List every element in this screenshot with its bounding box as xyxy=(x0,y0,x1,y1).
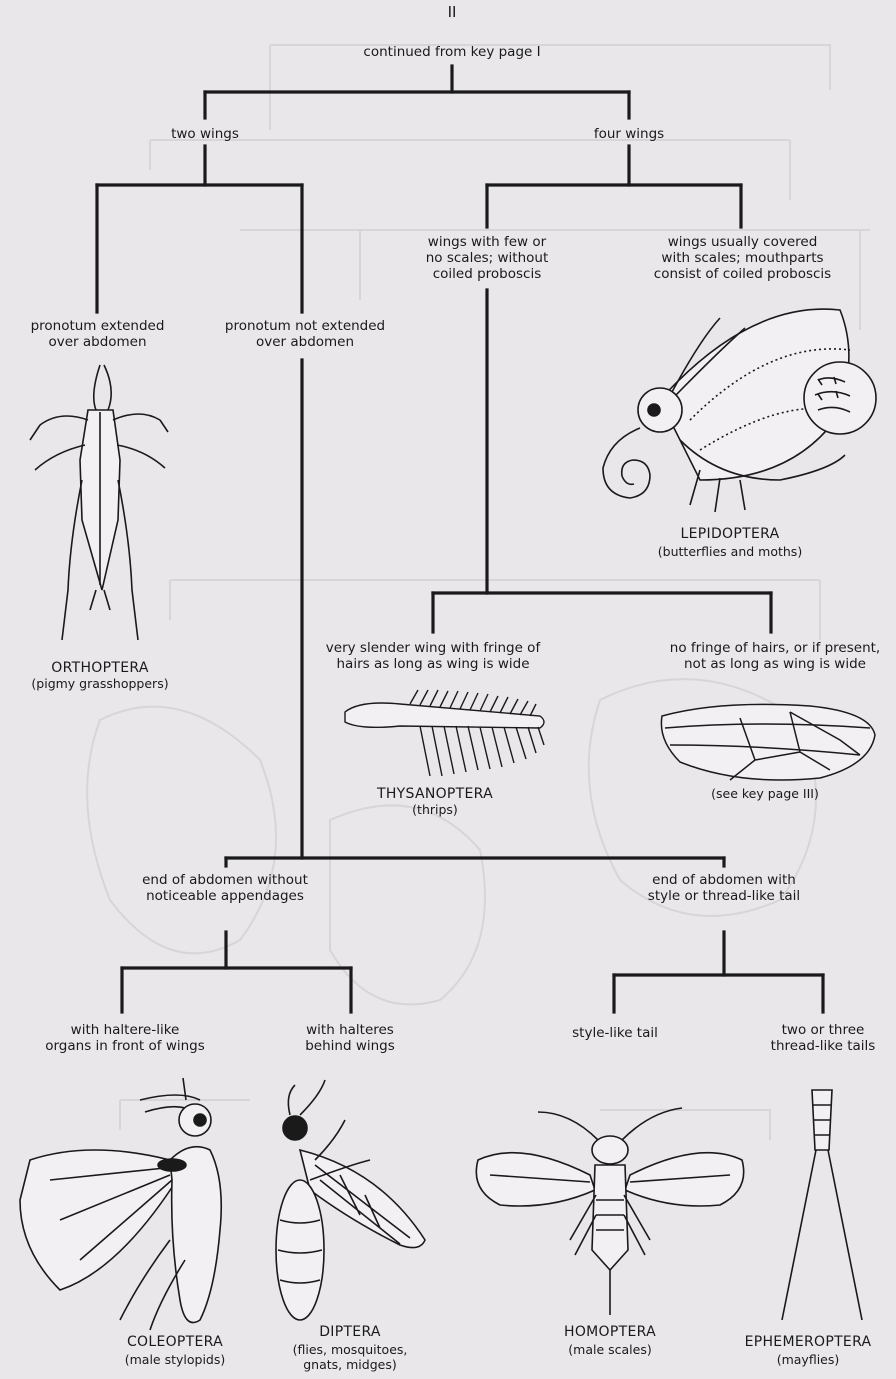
taxon-coleoptera-common: (male stylopids) xyxy=(95,1352,255,1367)
node-haltere-front-line: with haltere-like xyxy=(30,1022,220,1038)
node-few-scales-line: no scales; without xyxy=(402,250,572,266)
taxon-ephemeroptera-common: (mayflies) xyxy=(758,1352,858,1367)
node-few-scales-line: coiled proboscis xyxy=(402,266,572,282)
node-thread-tails: two or three thread-like tails xyxy=(756,1022,890,1054)
node-thread-tails-line: two or three xyxy=(756,1022,890,1038)
taxon-thysanoptera-common: (thrips) xyxy=(385,802,485,817)
node-style-tail: style-like tail xyxy=(540,1025,690,1041)
node-no-appendages: end of abdomen without noticeable append… xyxy=(120,872,330,904)
node-haltere-front-line: organs in front of wings xyxy=(30,1038,220,1054)
node-covered-scales-line: wings usually covered xyxy=(640,234,845,250)
node-covered-scales: wings usually covered with scales; mouth… xyxy=(640,234,845,282)
taxon-lepidoptera-common: (butterflies and moths) xyxy=(640,544,820,559)
node-halteres-behind: with halteres behind wings xyxy=(290,1022,410,1054)
node-no-fringe-line: no fringe of hairs, or if present, xyxy=(660,640,890,656)
taxon-diptera-common-line: (flies, mosquitoes, xyxy=(265,1342,435,1357)
node-four-wings: four wings xyxy=(569,126,689,142)
node-with-tail-line: style or thread-like tail xyxy=(624,888,824,904)
node-few-scales: wings with few or no scales; without coi… xyxy=(402,234,572,282)
node-with-tail: end of abdomen with style or thread-like… xyxy=(624,872,824,904)
taxon-homoptera-common: (male scales) xyxy=(545,1342,675,1357)
taxon-orthoptera-common: (pigmy grasshoppers) xyxy=(10,676,190,691)
taxon-coleoptera-name: COLEOPTERA xyxy=(100,1334,250,1350)
node-pronotum-extended-line: over abdomen xyxy=(10,334,185,350)
node-few-scales-line: wings with few or xyxy=(402,234,572,250)
node-halteres-behind-line: behind wings xyxy=(290,1038,410,1054)
node-pronotum-extended: pronotum extended over abdomen xyxy=(10,318,185,350)
taxon-ephemeroptera-name: EPHEMEROPTERA xyxy=(728,1334,888,1350)
node-with-tail-line: end of abdomen with xyxy=(624,872,824,888)
node-no-appendages-line: end of abdomen without xyxy=(120,872,330,888)
node-slender-wing-line: hairs as long as wing is wide xyxy=(318,656,548,672)
node-covered-scales-line: with scales; mouthparts xyxy=(640,250,845,266)
taxon-diptera-common-line: gnats, midges) xyxy=(265,1357,435,1372)
node-slender-wing-line: very slender wing with fringe of xyxy=(318,640,548,656)
node-two-wings: two wings xyxy=(145,126,265,142)
node-halteres-behind-line: with halteres xyxy=(290,1022,410,1038)
continued-from-label: continued from key page I xyxy=(302,44,602,60)
node-thread-tails-line: thread-like tails xyxy=(756,1038,890,1054)
see-key-page-three: (see key page III) xyxy=(700,786,830,801)
node-pronotum-not-extended: pronotum not extended over abdomen xyxy=(205,318,405,350)
node-covered-scales-line: consist of coiled proboscis xyxy=(640,266,845,282)
page-roman-numeral: II xyxy=(432,4,472,20)
node-pronotum-not-extended-line: pronotum not extended xyxy=(205,318,405,334)
node-haltere-front: with haltere-like organs in front of win… xyxy=(30,1022,220,1054)
node-slender-wing: very slender wing with fringe of hairs a… xyxy=(318,640,548,672)
taxon-orthoptera-name: ORTHOPTERA xyxy=(20,660,180,676)
taxon-lepidoptera-name: LEPIDOPTERA xyxy=(650,526,810,542)
node-no-fringe: no fringe of hairs, or if present, not a… xyxy=(660,640,890,672)
taxon-diptera-name: DIPTERA xyxy=(290,1324,410,1340)
node-no-fringe-line: not as long as wing is wide xyxy=(660,656,890,672)
taxon-homoptera-name: HOMOPTERA xyxy=(535,1324,685,1340)
node-pronotum-extended-line: pronotum extended xyxy=(10,318,185,334)
node-no-appendages-line: noticeable appendages xyxy=(120,888,330,904)
node-pronotum-not-extended-line: over abdomen xyxy=(205,334,405,350)
taxon-diptera-common: (flies, mosquitoes, gnats, midges) xyxy=(265,1342,435,1372)
taxon-thysanoptera-name: THYSANOPTERA xyxy=(355,786,515,802)
